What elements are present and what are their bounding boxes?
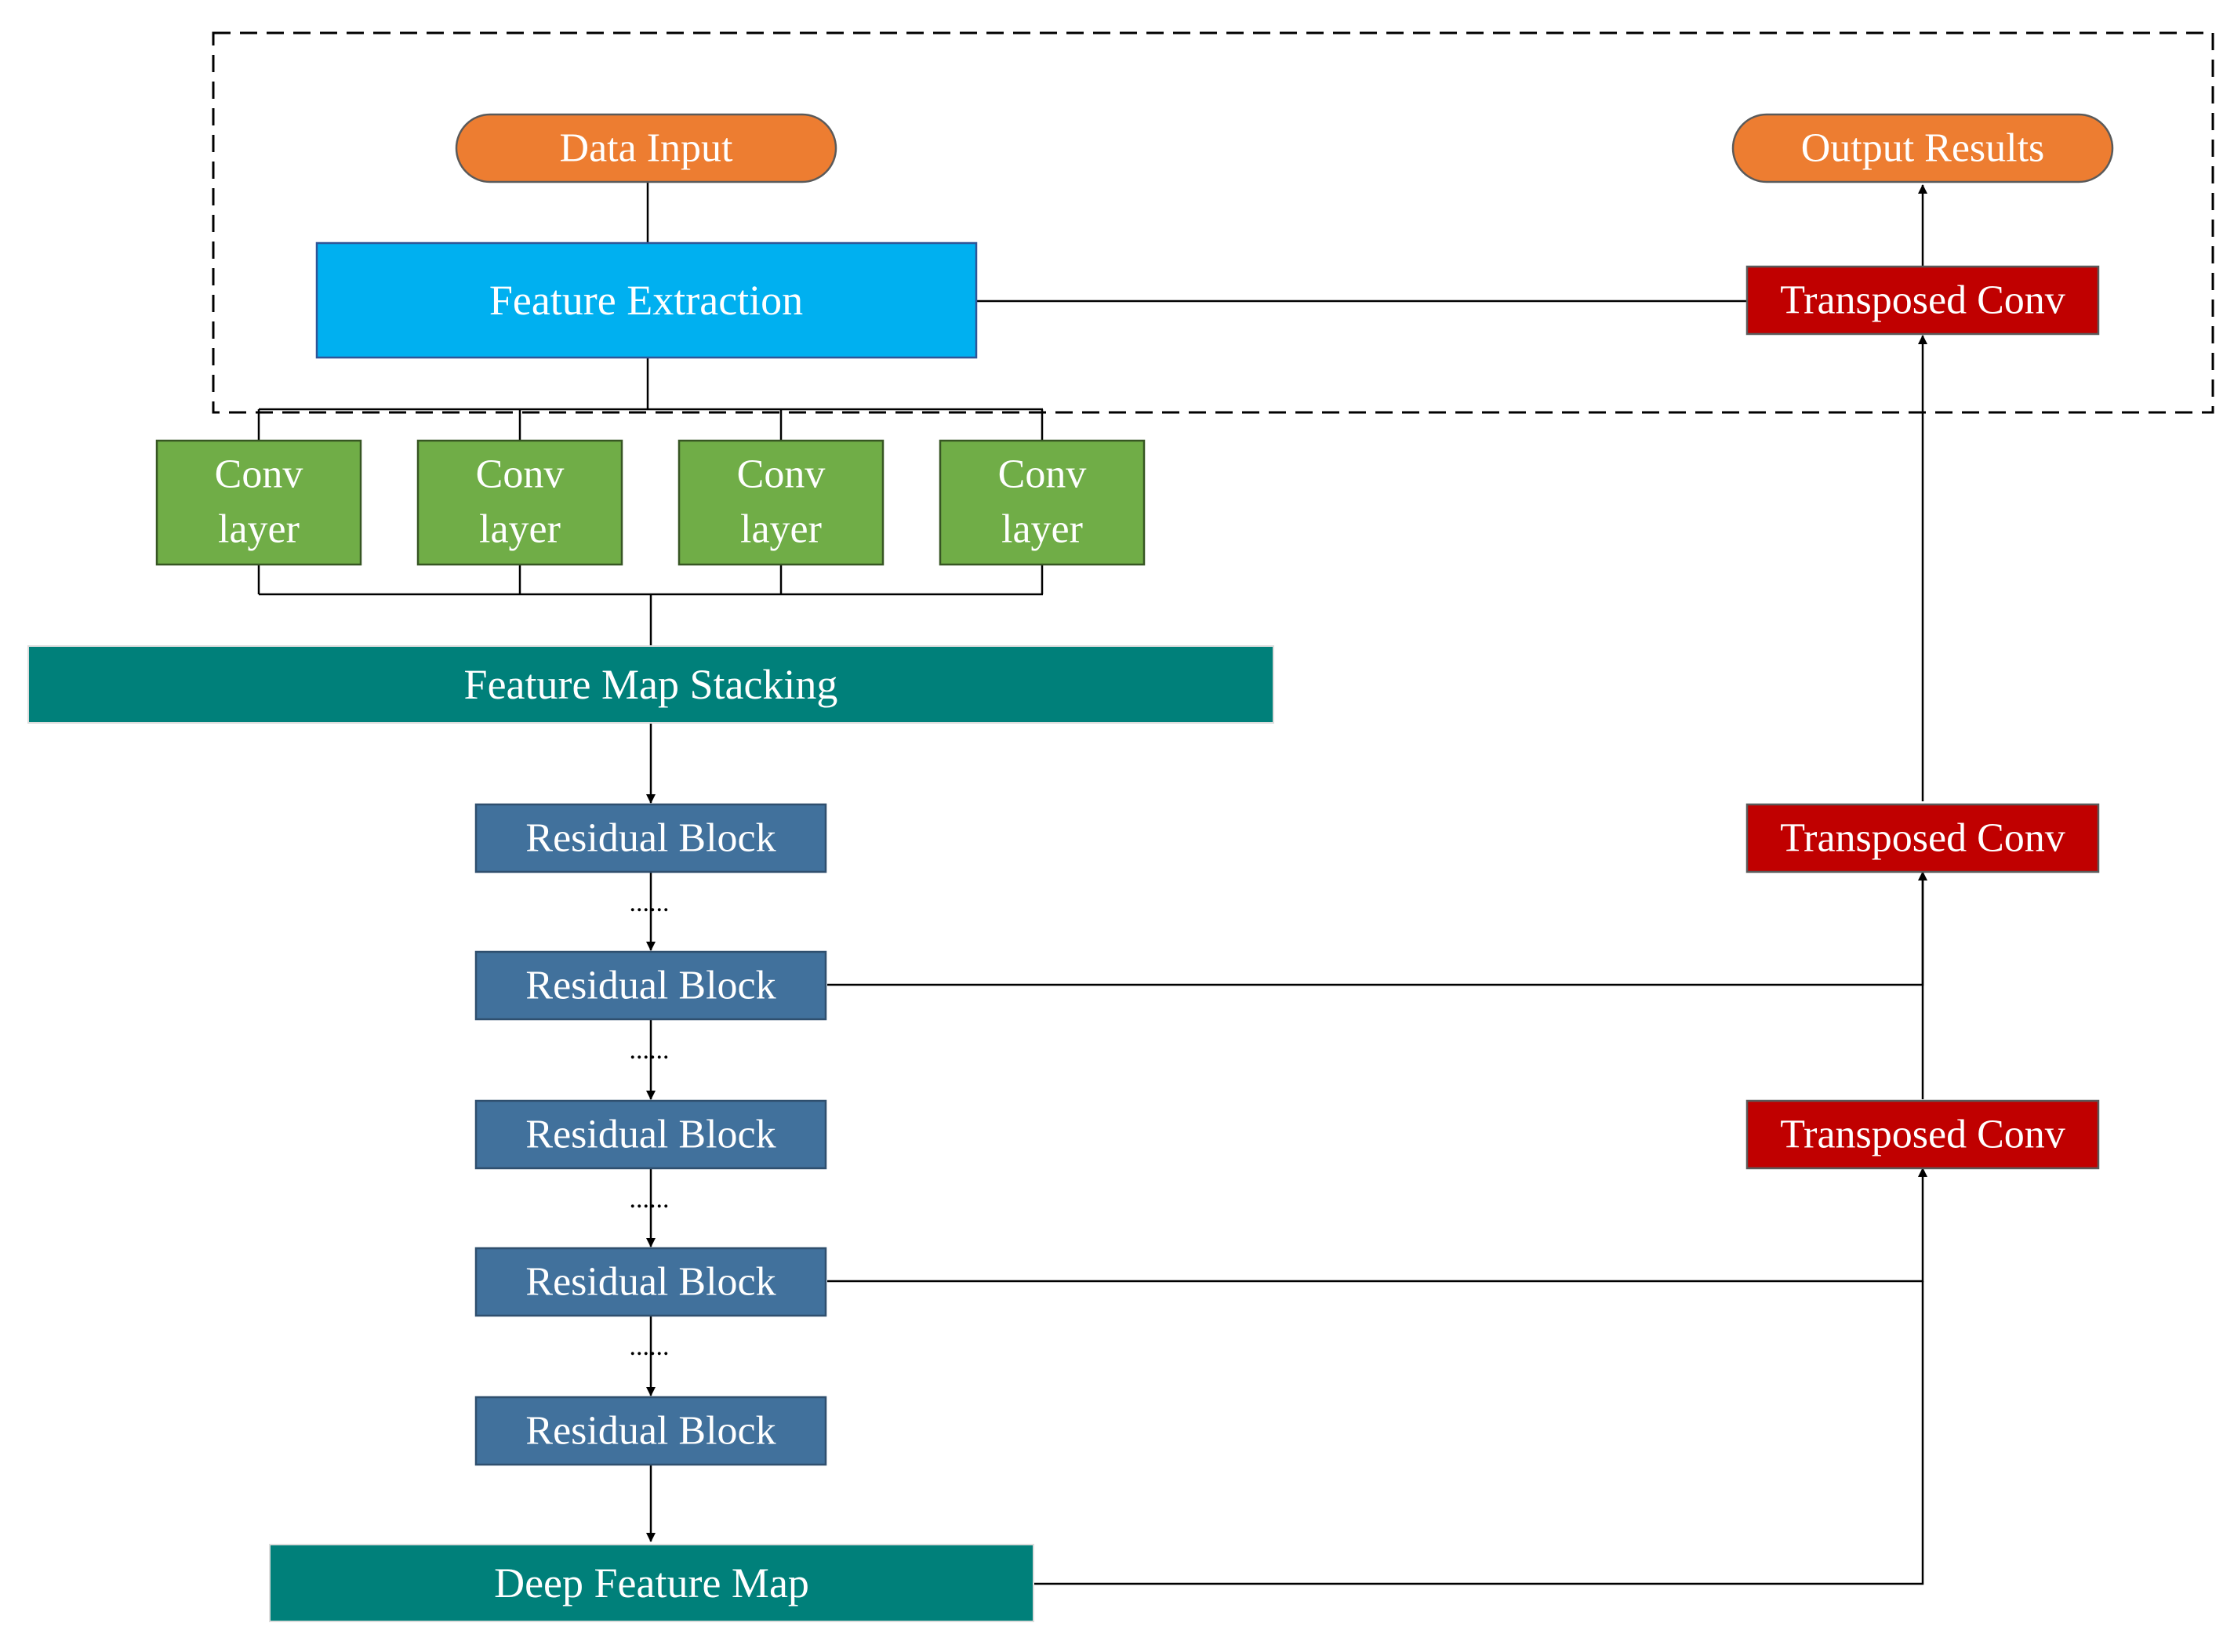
- ellipsis-4: ......: [630, 1332, 670, 1361]
- residual-block-node-1[interactable]: Residual Block: [474, 803, 827, 873]
- transposed-conv-low-node[interactable]: Transposed Conv: [1745, 1099, 2100, 1170]
- conv-layer-label-line1: Conv: [737, 452, 826, 497]
- conv-layer-label-line2: layer: [218, 507, 300, 552]
- edge-residual-2-to-transposed-mid: [827, 871, 1927, 986]
- conv-layer-label-line1: Conv: [998, 452, 1087, 497]
- output-results-label: Output Results: [1801, 126, 2045, 171]
- residual-block-node-3[interactable]: Residual Block: [474, 1099, 827, 1170]
- feature-map-stacking-label: Feature Map Stacking: [464, 661, 838, 708]
- edge-deep-to-transposed-low: [1033, 1281, 1924, 1585]
- conv-layer-label-line1: Conv: [476, 452, 565, 497]
- residual-block-node-4[interactable]: Residual Block: [474, 1247, 827, 1317]
- edge-residual-4-to-transposed-low: [827, 1167, 1927, 1283]
- data-input-label: Data Input: [560, 126, 733, 171]
- transposed-conv-top-label: Transposed Conv: [1780, 278, 2065, 323]
- conv-layer-node-1[interactable]: Conv layer: [155, 439, 362, 566]
- conv-layer-node-4[interactable]: Conv layer: [939, 439, 1146, 566]
- ellipsis-2: ......: [630, 1036, 670, 1065]
- residual-block-label: Residual Block: [525, 1409, 776, 1454]
- conv-layer-label-line2: layer: [740, 507, 822, 552]
- ellipsis-1: ......: [630, 888, 670, 917]
- residual-block-label: Residual Block: [525, 1260, 776, 1305]
- transposed-conv-low-label: Transposed Conv: [1780, 1113, 2065, 1157]
- feature-map-stacking-node[interactable]: Feature Map Stacking: [27, 645, 1274, 724]
- transposed-conv-top-node[interactable]: Transposed Conv: [1745, 265, 2100, 336]
- feature-extraction-label: Feature Extraction: [489, 277, 803, 324]
- output-results-node[interactable]: Output Results: [1731, 113, 2114, 183]
- dashed-boundary: [212, 31, 2214, 414]
- residual-block-label: Residual Block: [525, 816, 776, 861]
- conv-layer-node-2[interactable]: Conv layer: [416, 439, 623, 566]
- residual-block-node-2[interactable]: Residual Block: [474, 950, 827, 1021]
- conv-layer-node-3[interactable]: Conv layer: [677, 439, 885, 566]
- deep-feature-map-label: Deep Feature Map: [494, 1559, 809, 1607]
- transposed-conv-mid-label: Transposed Conv: [1780, 816, 2065, 861]
- deep-feature-map-node[interactable]: Deep Feature Map: [269, 1544, 1034, 1622]
- conv-layer-label-line1: Conv: [215, 452, 303, 497]
- data-input-node[interactable]: Data Input: [455, 113, 837, 183]
- residual-block-label: Residual Block: [525, 964, 776, 1008]
- residual-block-node-5[interactable]: Residual Block: [474, 1396, 827, 1466]
- conv-layer-label-line2: layer: [1001, 507, 1083, 552]
- ellipsis-3: ......: [630, 1185, 670, 1214]
- feature-extraction-node[interactable]: Feature Extraction: [315, 241, 978, 359]
- transposed-conv-mid-node[interactable]: Transposed Conv: [1745, 803, 2100, 873]
- residual-block-label: Residual Block: [525, 1113, 776, 1157]
- conv-layer-label-line2: layer: [479, 507, 561, 552]
